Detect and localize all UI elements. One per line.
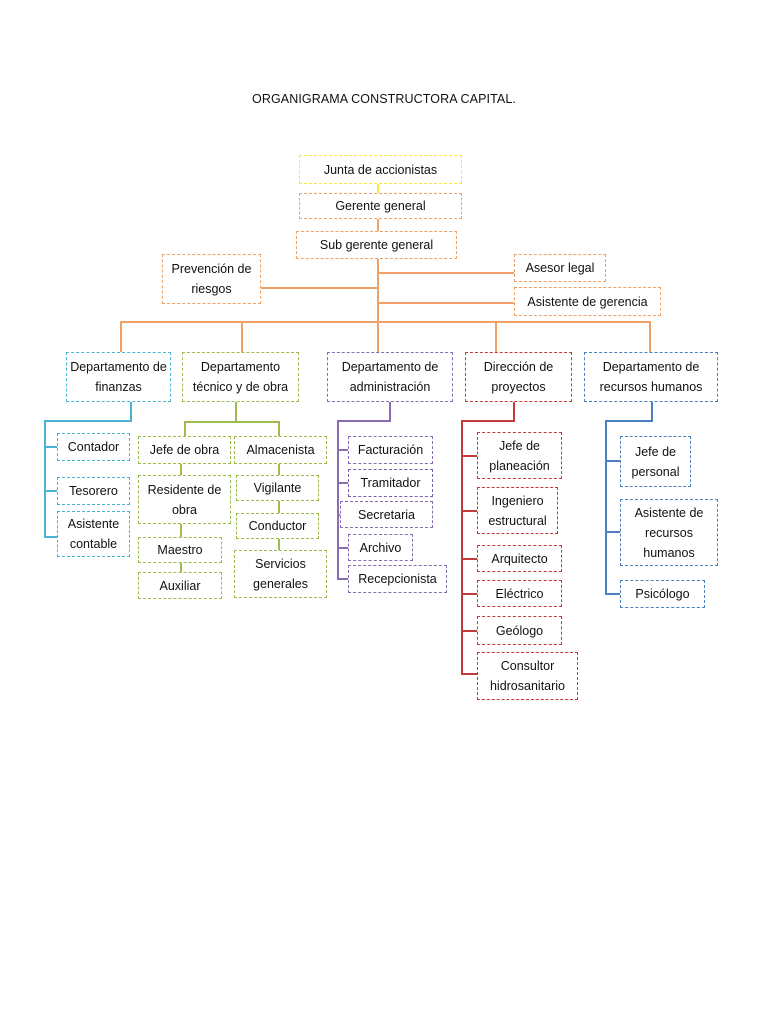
node-archivo: Archivo (348, 534, 413, 561)
connector-adm-2 (337, 482, 348, 484)
connector-adm-trunk (337, 420, 339, 580)
node-consultor-hidrosanitario: Consultor hidrosanitario (477, 652, 578, 700)
connector-fin-2 (44, 490, 57, 492)
connector-tec-r1 (278, 464, 280, 475)
node-arquitecto: Arquitecto (477, 545, 562, 572)
connector-board-gm (377, 184, 379, 193)
connector-fin-trunk (44, 420, 46, 538)
node-jefe-de-obra: Jefe de obra (138, 436, 231, 464)
node-maestro: Maestro (138, 537, 222, 563)
connector-tec-r3 (278, 539, 280, 550)
node-conductor: Conductor (236, 513, 319, 539)
node-projects-dept: Dirección de proyectos (465, 352, 572, 402)
node-ingeniero-estructural: Ingeniero estructural (477, 487, 558, 534)
node-risk-prevention: Prevención de riesgos (162, 254, 261, 304)
connector-fin-bar (44, 420, 132, 422)
node-jefe-de-personal: Jefe de personal (620, 436, 691, 487)
node-contador: Contador (57, 433, 130, 461)
connector-fin-1 (44, 446, 57, 448)
connector-pro-2 (461, 510, 477, 512)
connector-pro-3 (461, 558, 477, 560)
node-management-assistant: Asistente de gerencia (514, 287, 661, 316)
node-board: Junta de accionistas (299, 155, 462, 184)
connector-pro-bar (461, 420, 515, 422)
node-auxiliar: Auxiliar (138, 572, 222, 599)
connector-drop-projects (495, 321, 497, 352)
node-geologo: Geólogo (477, 616, 562, 645)
node-recepcionista: Recepcionista (348, 565, 447, 593)
connector-adm-down (389, 402, 391, 422)
node-general-manager: Gerente general (299, 193, 462, 219)
connector-pro-down (513, 402, 515, 422)
node-finance-dept: Departamento de finanzas (66, 352, 171, 402)
connector-dept-bar (120, 321, 651, 323)
connector-pro-4 (461, 593, 477, 595)
node-hr-dept: Departamento de recursos humanos (584, 352, 718, 402)
connector-drop-hr (649, 321, 651, 352)
node-vigilante: Vigilante (236, 475, 319, 501)
chart-title: ORGANIGRAMA CONSTRUCTORA CAPITAL. (252, 92, 516, 106)
node-technical-dept: Departamento técnico y de obra (182, 352, 299, 402)
node-legal-advisor: Asesor legal (514, 254, 606, 282)
connector-tec-l3 (180, 563, 182, 572)
connector-tec-left (184, 421, 186, 436)
connector-legal (377, 272, 514, 274)
connector-tec-l2 (180, 524, 182, 537)
connector-tec-down (235, 402, 237, 422)
node-administration-dept: Departamento de administración (327, 352, 453, 402)
connector-rh-3 (605, 593, 620, 595)
connector-pro-trunk (461, 420, 463, 674)
connector-tec-right (278, 421, 280, 436)
node-tesorero: Tesorero (57, 477, 130, 505)
connector-rh-2 (605, 531, 620, 533)
connector-adm-5 (337, 578, 348, 580)
connector-adm-3 (337, 514, 340, 516)
connector-pro-1 (461, 455, 477, 457)
connector-assistant (377, 302, 514, 304)
node-asistente-contable: Asistente contable (57, 511, 130, 557)
node-servicios-generales: Servicios generales (234, 550, 327, 598)
node-electrico: Eléctrico (477, 580, 562, 607)
connector-pro-5 (461, 630, 477, 632)
connector-pro-6 (461, 673, 477, 675)
node-almacenista: Almacenista (234, 436, 327, 464)
connector-drop-administration (377, 321, 379, 352)
node-residente-de-obra: Residente de obra (138, 475, 231, 524)
connector-rh-trunk (605, 420, 607, 595)
connector-deputy-trunk (377, 259, 379, 323)
node-deputy-manager: Sub gerente general (296, 231, 457, 259)
connector-tec-r2 (278, 501, 280, 513)
connector-risk (261, 287, 379, 289)
connector-adm-4 (337, 547, 348, 549)
connector-adm-1 (337, 449, 348, 451)
node-psicologo: Psicólogo (620, 580, 705, 608)
node-facturacion: Facturación (348, 436, 433, 464)
node-jefe-de-planeacion: Jefe de planeación (477, 432, 562, 479)
connector-tec-bar (184, 421, 280, 423)
connector-fin-3 (44, 536, 57, 538)
node-secretaria: Secretaria (340, 501, 433, 528)
connector-rh-1 (605, 460, 620, 462)
connector-adm-bar (337, 420, 391, 422)
node-tramitador: Tramitador (348, 469, 433, 497)
connector-gm-deputy (377, 219, 379, 231)
connector-drop-finance (120, 321, 122, 352)
connector-rh-bar (605, 420, 653, 422)
node-asistente-rrhh: Asistente de recursos humanos (620, 499, 718, 566)
connector-rh-down (651, 402, 653, 422)
connector-drop-technical (241, 321, 243, 352)
connector-tec-l1 (180, 464, 182, 475)
connector-fin-down (130, 402, 132, 422)
